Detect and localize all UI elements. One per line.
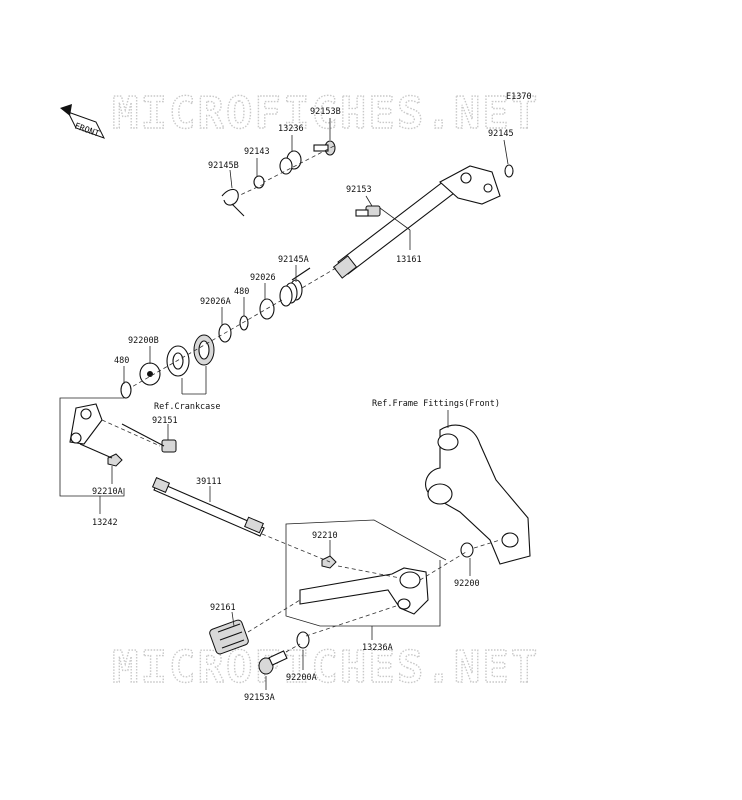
label-92026: 92026	[250, 273, 276, 283]
leader-lines	[59, 118, 509, 690]
label-92145A: 92145A	[278, 255, 309, 265]
nut-92210A	[107, 453, 123, 467]
diagram-code: E1370	[506, 92, 532, 102]
bolt-92153B	[313, 140, 336, 156]
label-92153A: 92153A	[244, 693, 275, 703]
watermark-bottom: MICROFICHES.NET	[112, 642, 539, 693]
label-92153: 92153	[346, 185, 372, 195]
label-92026A: 92026A	[200, 297, 231, 307]
spring-92145B	[221, 188, 245, 217]
ref-frame-fittings: Ref.Frame Fittings(Front)	[372, 399, 500, 409]
watermark-top: MICROFICHES.NET	[112, 88, 539, 139]
circlip-92145	[504, 164, 514, 178]
ref-crankcase: Ref.Crankcase	[154, 402, 221, 412]
label-92200: 92200	[454, 579, 480, 589]
label-92210A: 92210A	[92, 487, 123, 497]
label-92143: 92143	[244, 147, 270, 157]
label-92153B: 92153B	[310, 107, 341, 117]
shift-pedal-13236A	[299, 567, 429, 615]
label-13236A: 13236A	[362, 643, 393, 653]
label-39111: 39111	[196, 477, 222, 487]
collar-92143	[253, 175, 265, 189]
label-13161: 13161	[396, 255, 422, 265]
bolt-92153A	[258, 650, 288, 675]
label-480-upper: 480	[234, 287, 249, 297]
circlip-480-upper	[239, 315, 249, 331]
label-92200A: 92200A	[286, 673, 317, 683]
needle-bearing	[193, 334, 215, 366]
frame-fitting	[425, 424, 531, 565]
roller-13236	[279, 150, 302, 175]
pedal-rubber-92161	[209, 619, 249, 655]
shift-arm-13242	[69, 403, 103, 445]
oil-seal	[166, 345, 190, 377]
bolt-92151	[121, 423, 177, 453]
label-92151: 92151	[152, 416, 178, 426]
label-92145B: 92145B	[208, 161, 239, 171]
label-13242: 13242	[92, 518, 118, 528]
label-92200B: 92200B	[128, 336, 159, 346]
spring-92145A	[279, 267, 311, 307]
shift-shaft	[332, 165, 501, 279]
tie-rod-39111	[151, 477, 265, 537]
assembly-lines	[101, 145, 501, 653]
bolt-92153	[355, 205, 381, 217]
label-480-lower: 480	[114, 356, 129, 366]
label-92145: 92145	[488, 129, 514, 139]
label-92210: 92210	[312, 531, 338, 541]
label-92161: 92161	[210, 603, 236, 613]
front-arrow-icon: FRONT	[60, 104, 106, 140]
washer-92200A	[296, 631, 310, 649]
label-13236: 13236	[278, 124, 304, 134]
washer-92200	[460, 542, 474, 558]
circlip-480-lower	[120, 381, 132, 399]
